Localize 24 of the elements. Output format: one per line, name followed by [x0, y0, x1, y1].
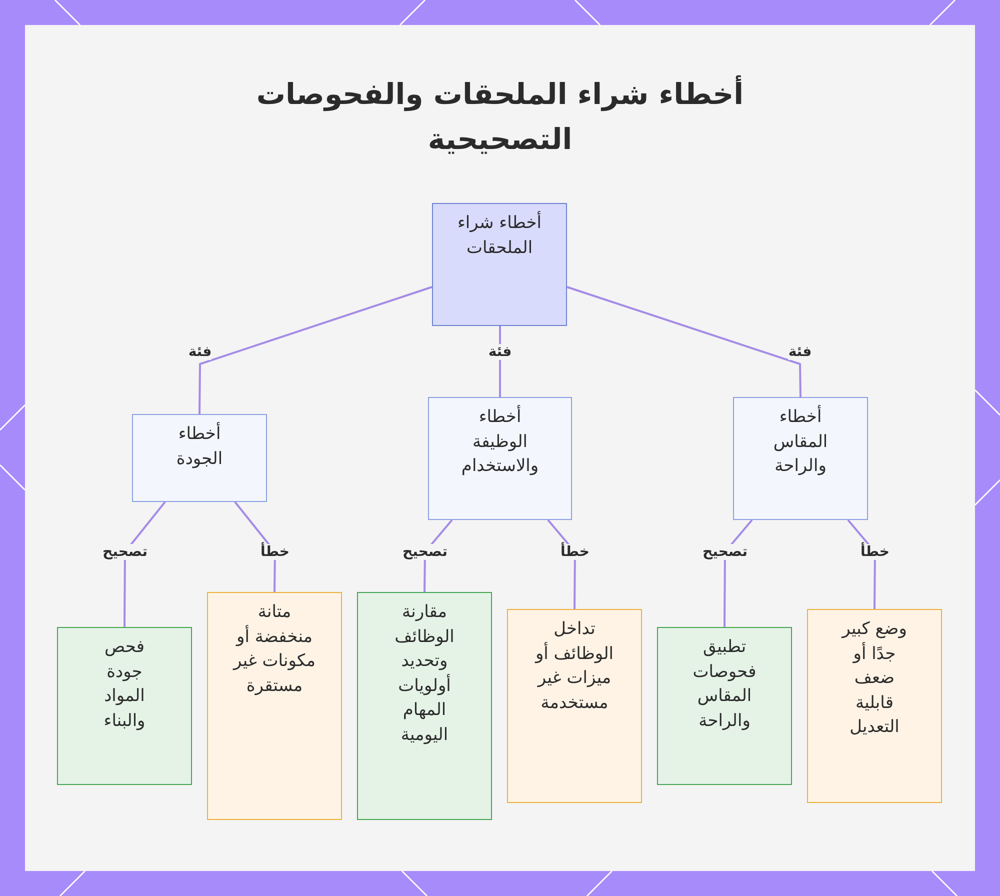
- process-box: متانة منخفضة أو مكونات غير مستقرة: [207, 592, 342, 820]
- edge-label: خطأ: [260, 544, 290, 560]
- process-box: فحص جودة المواد والبناء: [57, 627, 192, 785]
- edge-label: فئة: [788, 344, 812, 360]
- edge-label: تصحيح: [102, 544, 148, 560]
- connector-line: [124, 501, 166, 627]
- title: أخطاء شراء الملحقات والفحوصات التصحيحية: [255, 74, 745, 158]
- process-box: تداخل الوظائف أو ميزات غير مستخدمة: [507, 609, 642, 803]
- edge-label: تصحيح: [402, 544, 448, 560]
- edge-label: فئة: [188, 344, 212, 360]
- process-box: أخطاء الوظيفة والاستخدام: [428, 397, 572, 520]
- edge-label: تصحيح: [702, 544, 748, 560]
- process-box: وضع كبير جدًا أو ضعف قابلية التعديل: [807, 609, 942, 803]
- connector-line: [566, 286, 802, 398]
- process-box: مقارنة الوظائف وتحديد أولويات المهام اليومية: [357, 592, 492, 820]
- edge-label: خطأ: [860, 544, 890, 560]
- process-box: أخطاء الجودة: [132, 414, 267, 502]
- connector-line: [198, 286, 432, 414]
- edge-label: خطأ: [560, 544, 590, 560]
- process-box: أخطاء شراء الملحقات: [432, 203, 567, 326]
- edge-label: فئة: [488, 344, 512, 360]
- process-box: تطبيق فحوصات المقاس والراحة: [657, 627, 792, 785]
- process-box: أخطاء المقاس والراحة: [733, 397, 868, 520]
- connector-line: [499, 326, 501, 397]
